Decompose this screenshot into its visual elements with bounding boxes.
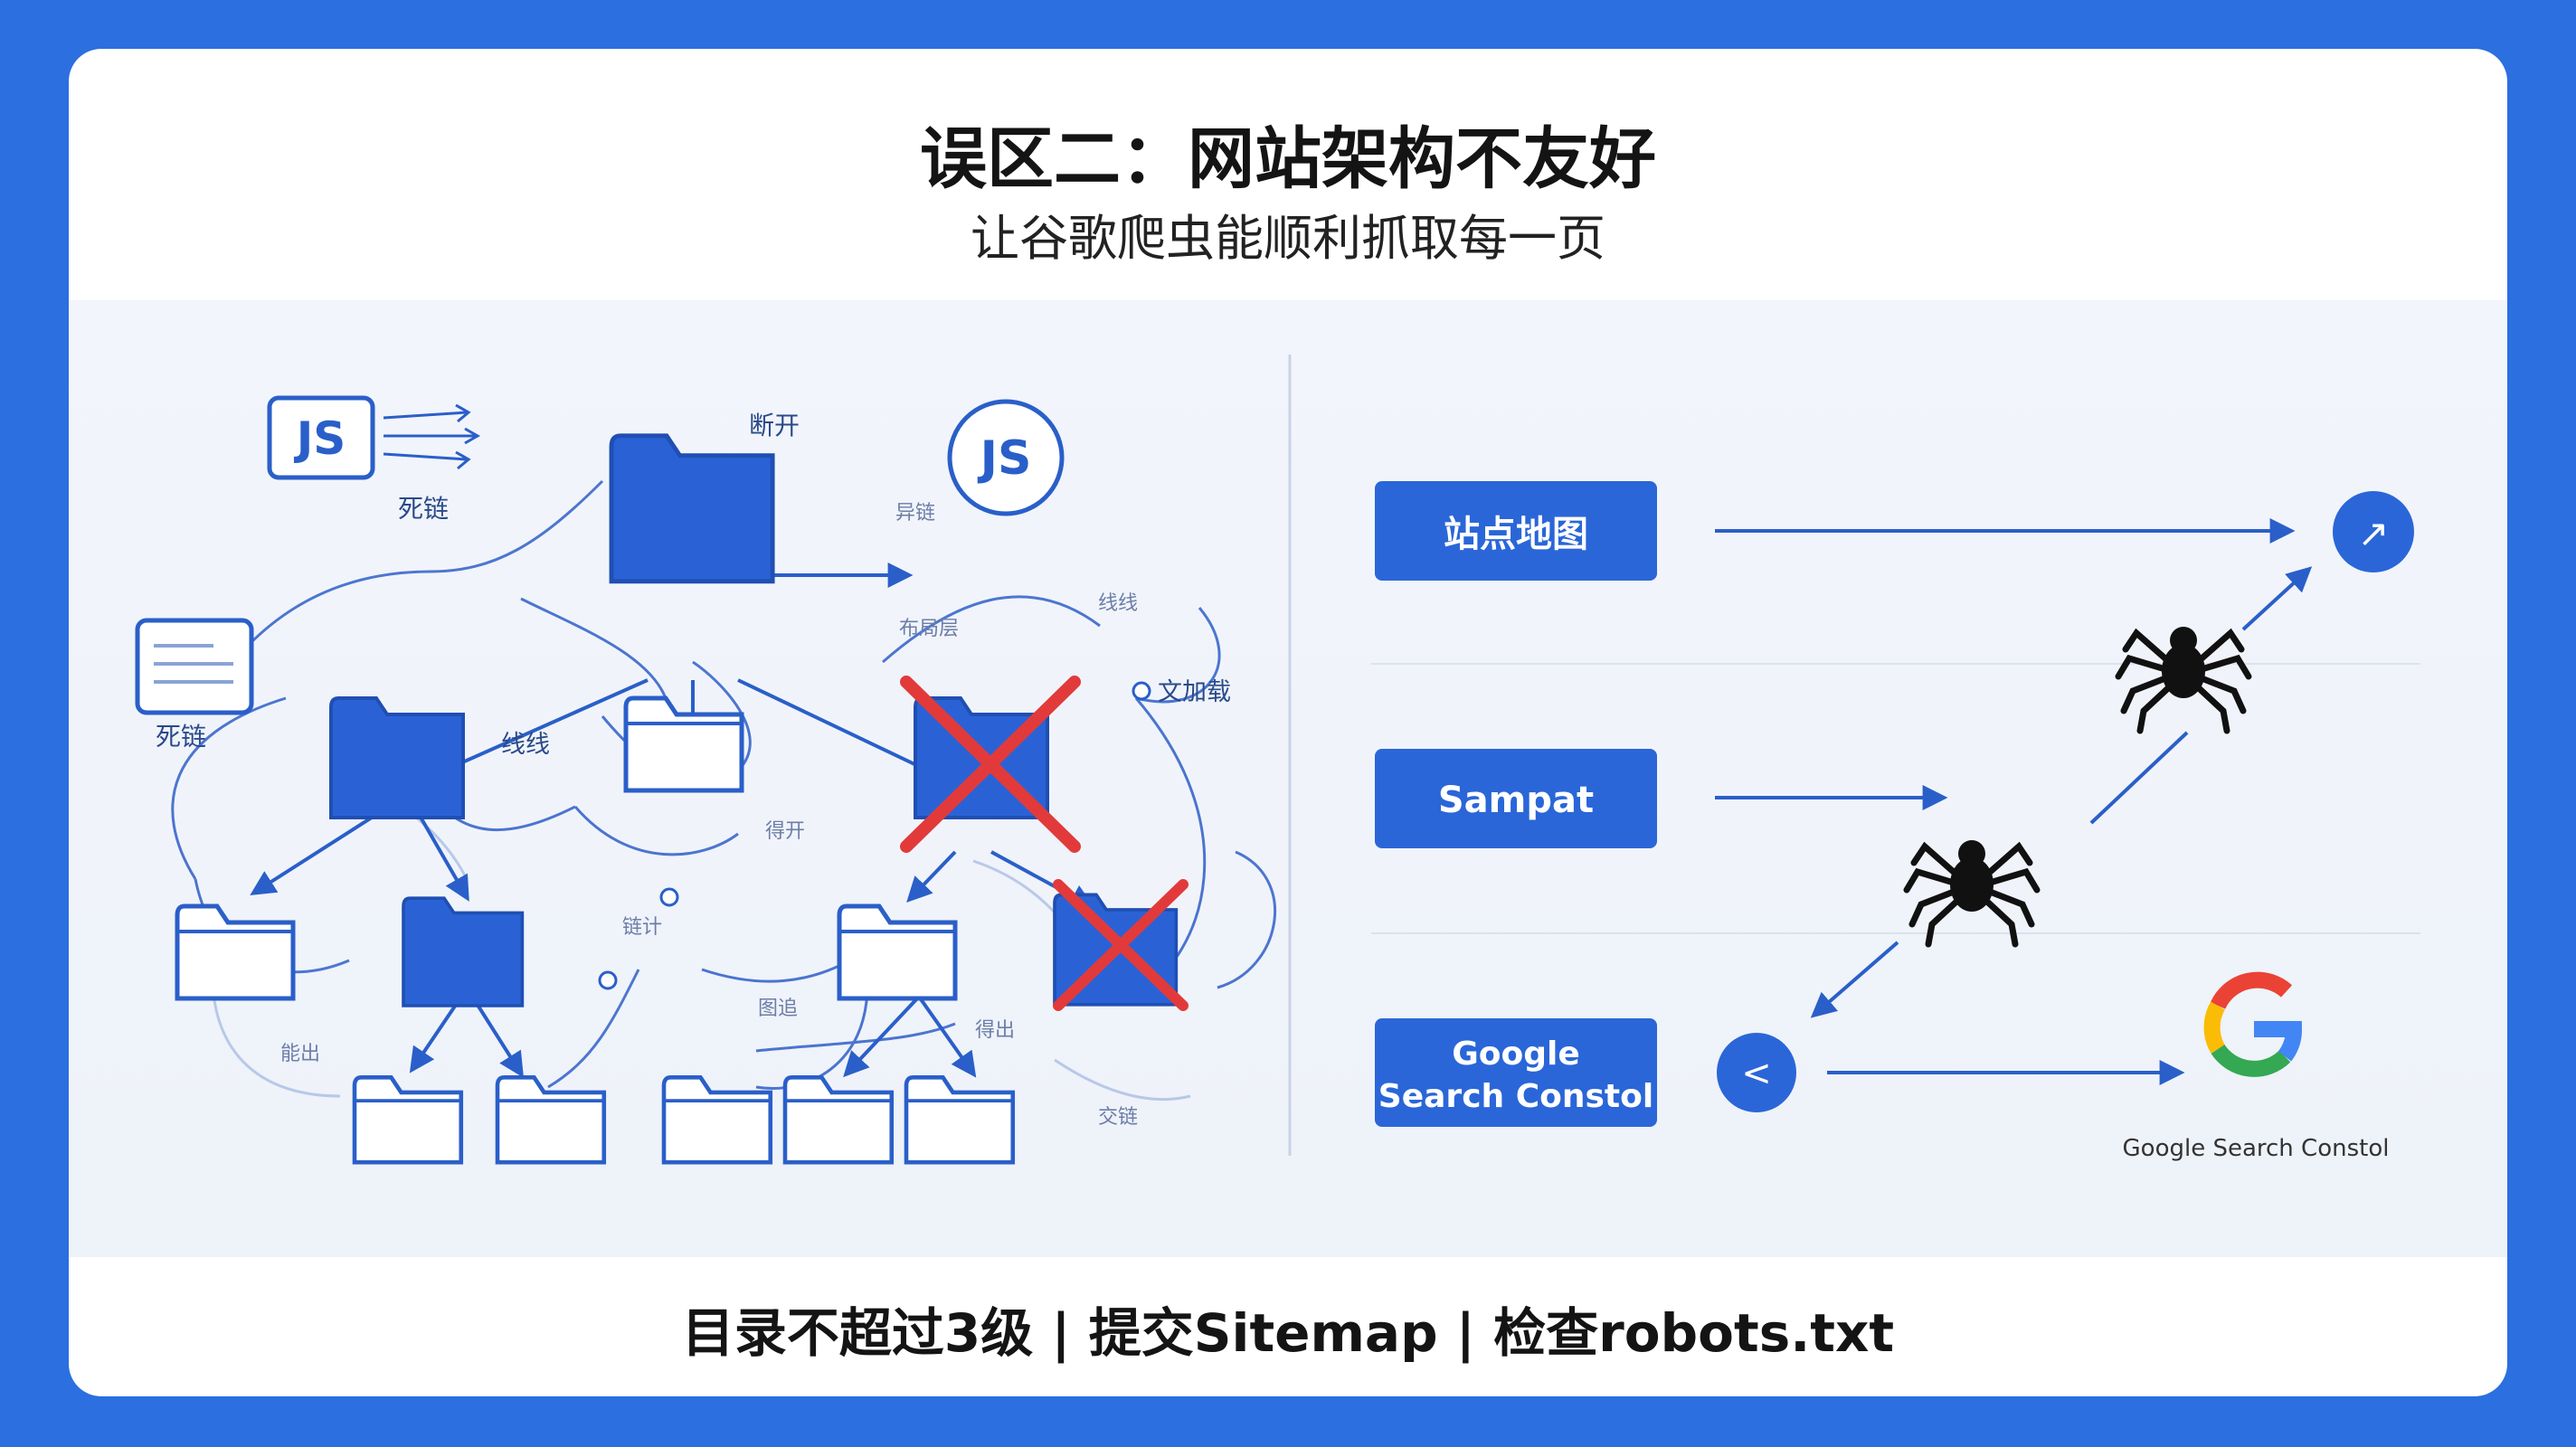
- dead-link-doc-label: 死链: [156, 722, 206, 752]
- external-link-glyph: ↗: [2357, 511, 2389, 555]
- sampat-button[interactable]: Sampat: [1375, 749, 1657, 848]
- disconnect-label: 断开: [749, 411, 800, 440]
- folder-outline-icon: [497, 1077, 604, 1162]
- small-label: 链计: [622, 916, 662, 939]
- search-console-line2: Search Constol: [1378, 1078, 1653, 1115]
- broken-link-cross-icon: [1053, 879, 1189, 1011]
- diagram-panel: JS 死链 JS 断开: [69, 300, 2507, 1257]
- sitemap-button[interactable]: 站点地图: [1375, 481, 1657, 581]
- spider-icon: [1907, 840, 2037, 944]
- folder-outline-icon: [177, 906, 293, 998]
- sampat-button-label: Sampat: [1438, 780, 1594, 821]
- search-console-button[interactable]: Google Search Constol: [1375, 1018, 1657, 1127]
- small-label: 能出: [280, 1043, 320, 1065]
- sitemap-button-label: 站点地图: [1444, 514, 1588, 555]
- spider-icon: [2118, 627, 2249, 731]
- folder-outline-icon: [906, 1077, 1013, 1162]
- small-label: 异链: [895, 502, 935, 525]
- folder-filled-icon: [329, 696, 465, 819]
- folder-outline-icon: [839, 906, 955, 998]
- google-logo-icon: [2203, 971, 2302, 1077]
- back-glyph: <: [1741, 1053, 1772, 1094]
- crawl-flow-diagram: 站点地图 Sampat Google Search Constol: [1371, 481, 2420, 1162]
- page-title: 误区二：网站架构不友好: [920, 120, 1656, 198]
- broken-link-cross-icon: [900, 676, 1081, 853]
- diagram-svg: JS 死链 JS 断开: [135, 355, 2420, 1257]
- js-circle-text: JS: [978, 431, 1032, 486]
- page-subtitle: 让谷歌爬虫能顺利抓取每一页: [971, 210, 1605, 267]
- text-load-label: 文加载: [1158, 678, 1231, 706]
- small-label: 得开: [765, 820, 805, 843]
- small-label: 布局层: [899, 618, 959, 640]
- js-badge-text: JS: [294, 412, 346, 465]
- folder-outline-icon: [785, 1077, 892, 1162]
- document-icon: [135, 618, 254, 715]
- line-label: 线线: [501, 731, 550, 759]
- folder-outline-icon: [355, 1077, 461, 1162]
- external-link-circle-icon[interactable]: ↗: [2333, 491, 2414, 572]
- js-badge-icon: JS: [267, 395, 481, 480]
- folder-filled-icon: [402, 896, 525, 1007]
- small-label: 线线: [1098, 592, 1138, 615]
- footer-tips: 目录不超过3级 | 提交Sitemap | 检查robots.txt: [681, 1302, 1895, 1364]
- small-label: 交链: [1098, 1106, 1138, 1129]
- slide-card: 误区二：网站架构不友好 让谷歌爬虫能顺利抓取每一页: [69, 49, 2507, 1396]
- small-label: 得出: [975, 1019, 1015, 1042]
- js-circle-icon: JS: [947, 399, 1065, 516]
- tree-arrows: [250, 563, 1095, 1078]
- flow-arrows: [1715, 518, 2313, 1085]
- back-circle-icon[interactable]: <: [1717, 1033, 1796, 1112]
- search-console-line1: Google: [1452, 1036, 1580, 1073]
- root-folder-icon: [611, 436, 772, 582]
- node-dot: [659, 887, 679, 907]
- folder-outline-icon: [664, 1077, 771, 1162]
- google-caption: Google Search Constol: [2123, 1135, 2390, 1162]
- faint-curves: [211, 787, 1191, 1102]
- text-load-marker: 文加载: [1132, 678, 1231, 706]
- folder-outline-icon: [626, 698, 742, 790]
- site-structure-diagram: JS 死链 JS 断开: [135, 395, 1277, 1162]
- node-dot: [598, 970, 618, 990]
- dead-link-label: 死链: [398, 494, 449, 524]
- small-label: 图追: [758, 998, 798, 1020]
